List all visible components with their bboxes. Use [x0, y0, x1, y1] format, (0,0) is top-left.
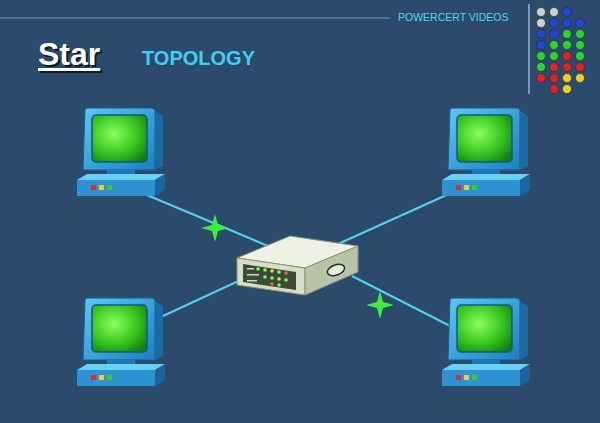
brand-text: POWERCERT VIDEOS [398, 12, 508, 23]
title-text: Star [38, 38, 100, 70]
subtitle-text: TOPOLOGY [142, 48, 255, 68]
